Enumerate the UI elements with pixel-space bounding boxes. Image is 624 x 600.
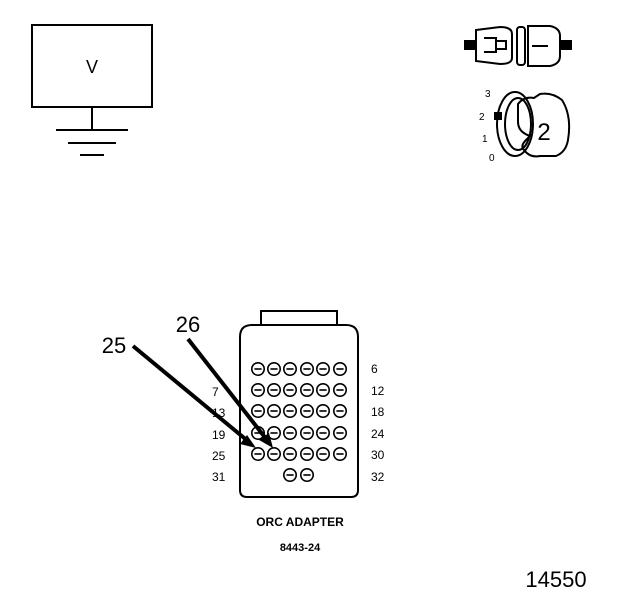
- adapter-part-number: 8443-24: [280, 542, 321, 554]
- row-label-right-12: 12: [371, 384, 385, 398]
- row-label-right-30: 30: [371, 448, 385, 462]
- adapter-pin-29: [315, 446, 330, 461]
- adapter-pin-7: [251, 382, 266, 397]
- adapter-pin-31: [282, 467, 297, 482]
- ignition-position-2: 2: [479, 112, 485, 123]
- adapter-pin-27: [282, 446, 297, 461]
- adapter-pin-20: [266, 425, 281, 440]
- adapter-pin-16: [299, 403, 314, 418]
- ignition-position-3: 3: [485, 89, 491, 100]
- row-label-right-24: 24: [371, 427, 385, 441]
- adapter-pin-1: [251, 361, 266, 376]
- adapter-latch: [260, 310, 338, 326]
- figure-number: 14550: [525, 567, 586, 592]
- orc-adapter: 7 13 19 25 31 6 12 18 24 30 32 ORC ADAPT…: [212, 310, 385, 554]
- ignition-selected-position: 2: [537, 119, 550, 146]
- adapter-pin-25: [251, 446, 266, 461]
- pin-callout-26-label: 26: [176, 312, 200, 337]
- disconnected-connector-icon: [464, 25, 572, 67]
- adapter-pin-3: [282, 361, 297, 376]
- adapter-pin-11: [315, 382, 330, 397]
- ignition-key: [517, 92, 571, 158]
- adapter-pin-26: [266, 446, 281, 461]
- adapter-pin-grid: [251, 361, 347, 482]
- adapter-pin-32: [299, 467, 314, 482]
- adapter-pin-5: [315, 361, 330, 376]
- adapter-pin-6: [332, 361, 347, 376]
- ignition-position-marker: [494, 112, 502, 120]
- adapter-pin-8: [266, 382, 281, 397]
- adapter-pin-30: [332, 446, 347, 461]
- pin-callout-25: 25: [102, 333, 256, 448]
- ignition-cylinder: [496, 91, 534, 157]
- adapter-pin-10: [299, 382, 314, 397]
- pin-callout-25-label: 25: [102, 333, 126, 358]
- row-label-left-31: 31: [212, 470, 226, 484]
- adapter-pin-9: [282, 382, 297, 397]
- row-label-left-7: 7: [212, 385, 219, 399]
- adapter-body: [239, 324, 359, 498]
- pin-callout-26: 26: [176, 312, 273, 448]
- adapter-pin-24: [332, 425, 347, 440]
- pin-26-arrow-head: [259, 433, 273, 448]
- row-label-right-32: 32: [371, 470, 385, 484]
- adapter-pin-4: [299, 361, 314, 376]
- ignition-position-0: 0: [489, 153, 495, 164]
- adapter-pin-2: [266, 361, 281, 376]
- voltmeter-label: V: [86, 57, 98, 77]
- adapter-pin-21: [282, 425, 297, 440]
- adapter-name: ORC ADAPTER: [256, 515, 344, 529]
- row-label-right-6: 6: [371, 362, 378, 376]
- ignition-position-1: 1: [482, 134, 488, 145]
- adapter-pin-28: [299, 446, 314, 461]
- adapter-pin-17: [315, 403, 330, 418]
- pin-25-arrow-head: [240, 435, 256, 448]
- ignition-switch-icon: 3 2 1 0 2: [479, 89, 571, 164]
- adapter-pin-14: [266, 403, 281, 418]
- adapter-pin-15: [282, 403, 297, 418]
- adapter-pin-13: [251, 403, 266, 418]
- ground-symbol: [56, 107, 128, 156]
- adapter-pin-12: [332, 382, 347, 397]
- row-label-right-18: 18: [371, 405, 385, 419]
- adapter-pin-23: [315, 425, 330, 440]
- row-label-left-25: 25: [212, 449, 226, 463]
- adapter-pin-18: [332, 403, 347, 418]
- adapter-pin-22: [299, 425, 314, 440]
- row-label-left-19: 19: [212, 428, 226, 442]
- voltmeter: V: [31, 24, 153, 156]
